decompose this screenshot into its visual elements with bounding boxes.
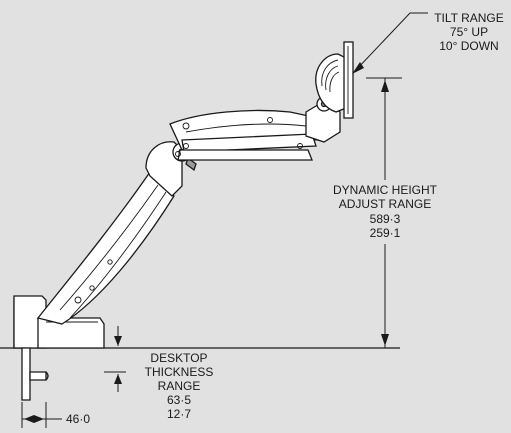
lower-arm: [36, 170, 175, 325]
thickness-line2: THICKNESS: [145, 365, 214, 379]
tilt-range-down: 10° DOWN: [439, 39, 498, 53]
desktop-thickness-label: DESKTOP THICKNESS RANGE 63·5 12·7: [145, 351, 214, 421]
clamp-offset-dimension: 46·0: [21, 402, 90, 428]
tilt-range-up: 75° UP: [450, 25, 488, 39]
tilt-range-label: TILT RANGE 75° UP 10° DOWN: [434, 11, 504, 53]
tilt-range-title: TILT RANGE: [434, 11, 504, 25]
height-range-label: DYNAMIC HEIGHT ADJUST RANGE 589·3 259·1: [326, 180, 444, 244]
height-range-min: 259·1: [370, 226, 401, 240]
upper-arm: [169, 109, 319, 161]
height-range-line1: DYNAMIC HEIGHT: [333, 183, 438, 197]
monitor-plate: [343, 41, 354, 119]
tilt-range-leader: [352, 12, 428, 74]
thickness-max: 63·5: [167, 393, 191, 407]
height-range-max: 589·3: [370, 212, 401, 226]
desk-clamp: [13, 295, 105, 401]
thickness-dimension: [104, 326, 126, 392]
tilt-mount: [315, 41, 354, 119]
thickness-line1: DESKTOP: [150, 351, 207, 365]
clamp-offset-value: 46·0: [66, 412, 90, 426]
thickness-min: 12·7: [167, 407, 191, 421]
height-range-line2: ADJUST RANGE: [339, 197, 431, 211]
thickness-line3: RANGE: [158, 379, 201, 393]
